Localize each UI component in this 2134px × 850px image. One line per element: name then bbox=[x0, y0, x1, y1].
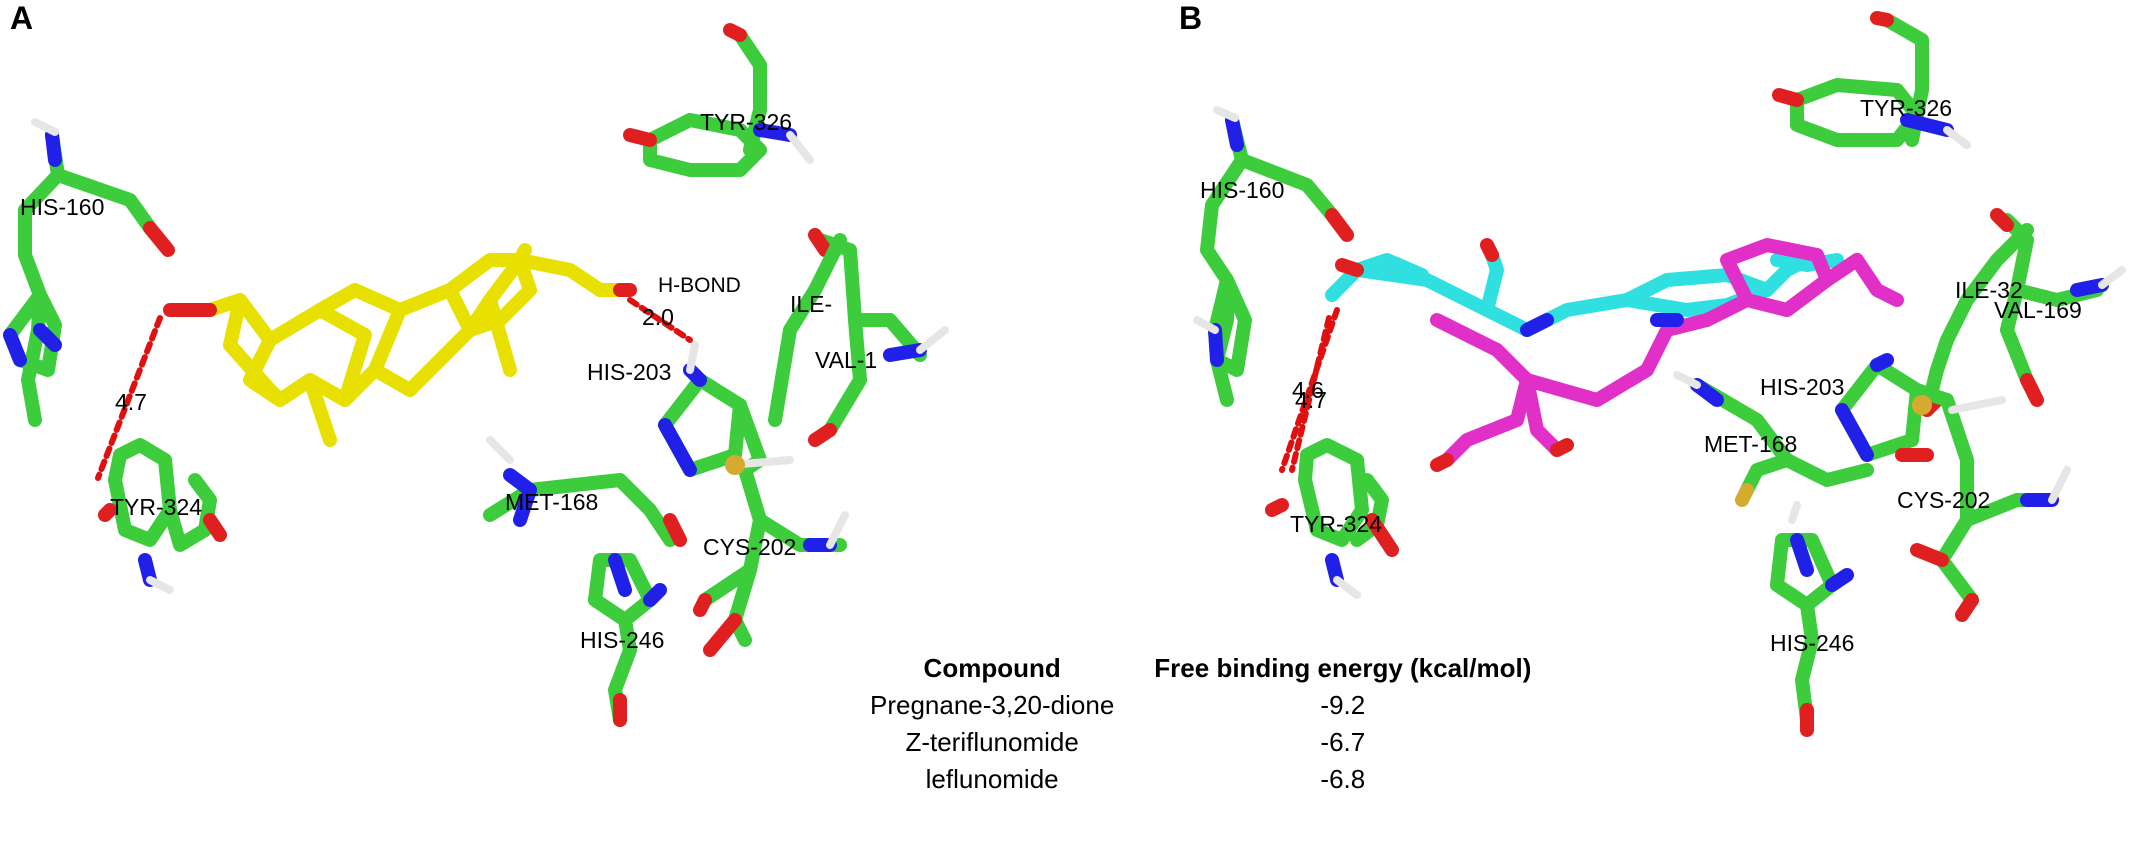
label-tyr326-b: TYR-326 bbox=[1860, 95, 1952, 121]
hbond-label-a: H-BOND bbox=[658, 274, 741, 297]
residue-tyr326-a bbox=[623, 23, 814, 177]
binding-energy-table: Compound Free binding energy (kcal/mol) … bbox=[850, 650, 1551, 798]
label-tyr324-a: TYR-324 bbox=[110, 494, 202, 520]
label-his246-b: HIS-246 bbox=[1770, 630, 1854, 656]
header-compound: Compound bbox=[923, 653, 1061, 683]
ligand-teriflunomide-b bbox=[1325, 248, 1844, 337]
residue-his160-a bbox=[3, 118, 175, 427]
distance-line-a bbox=[95, 315, 163, 481]
label-met168-a: MET-168 bbox=[505, 489, 598, 515]
energy-cell: -6.8 bbox=[1320, 764, 1366, 794]
residue-cys202-b bbox=[1895, 393, 2071, 622]
teri-nitrogen-b bbox=[1520, 313, 1554, 337]
table-row: Z-teriflunomide -6.7 bbox=[850, 724, 1551, 761]
label-ile32-b: ILE-32 bbox=[1955, 277, 2023, 303]
label-his160-a: HIS-160 bbox=[20, 194, 104, 220]
compound-cell: Pregnane-3,20-dione bbox=[870, 690, 1115, 720]
residue-met168-a bbox=[483, 436, 687, 547]
distance-label-a: 4.7 bbox=[115, 389, 147, 415]
hbond-distance-a: 2.0 bbox=[642, 304, 674, 330]
teri-oxygen2-b bbox=[1335, 258, 1364, 277]
panel-label-a: A bbox=[10, 0, 34, 36]
sulfur-atom-b bbox=[1912, 395, 1932, 415]
label-cys202-b: CYS-202 bbox=[1897, 487, 1990, 513]
header-energy: Free binding energy (kcal/mol) bbox=[1154, 653, 1532, 683]
table-row: leflunomide -6.8 bbox=[850, 761, 1551, 798]
label-ile-a: ILE- bbox=[790, 291, 832, 317]
residue-his203-a bbox=[658, 341, 767, 477]
ligand-leflunomide-b bbox=[1430, 238, 1904, 467]
hbond-line-a bbox=[627, 297, 693, 343]
structure-b: HIS-160 TYR-326 ILE-32 VAL-169 HIS-203 M… bbox=[1193, 11, 2126, 737]
panel-a: A bbox=[3, 0, 949, 727]
table-header-row: Compound Free binding energy (kcal/mol) bbox=[850, 650, 1551, 687]
label-his203-a: HIS-203 bbox=[587, 359, 671, 385]
residue-tyr326-b bbox=[1772, 11, 1971, 149]
lef-oxygen-b bbox=[1550, 438, 1574, 457]
energy-cell: -9.2 bbox=[1320, 690, 1366, 720]
label-his246-a: HIS-246 bbox=[580, 627, 664, 653]
panel-b: B bbox=[1067, 0, 2134, 850]
structure-a: HIS-160 TYR-326 HIS-203 ILE- VAL-1 MET-1… bbox=[3, 23, 949, 727]
label-cys202-a: CYS-202 bbox=[703, 534, 796, 560]
residue-his246-a bbox=[588, 553, 667, 727]
ligand-pregnane-a bbox=[203, 243, 627, 447]
residue-his160-b bbox=[1193, 106, 1354, 407]
label-val-a: VAL-1 bbox=[815, 347, 877, 373]
label-his203-b: HIS-203 bbox=[1760, 374, 1844, 400]
distance-label2-b: 4.7 bbox=[1295, 387, 1327, 413]
compound-cell: leflunomide bbox=[925, 764, 1059, 794]
residue-met168-b bbox=[1673, 371, 1874, 507]
panel-label-b: B bbox=[1179, 0, 1203, 36]
residue-tyr324-a bbox=[98, 438, 227, 594]
residue-ile-val-a bbox=[768, 228, 949, 447]
compound-cell: Z-teriflunomide bbox=[905, 727, 1079, 757]
distance-label1-b: 4.6 bbox=[1292, 377, 1324, 403]
teri-oxygen-b bbox=[1480, 238, 1499, 262]
label-tyr326-a: TYR-326 bbox=[700, 109, 792, 135]
label-his160-b: HIS-160 bbox=[1200, 177, 1284, 203]
energy-cell: -6.7 bbox=[1320, 727, 1366, 757]
distance-line2-b bbox=[1289, 315, 1332, 473]
residue-his246-b bbox=[1770, 501, 1854, 737]
sulfur-atom-a bbox=[725, 455, 745, 475]
label-met168-b: MET-168 bbox=[1704, 431, 1797, 457]
label-val-b: VAL-169 bbox=[1994, 297, 2082, 323]
lef-oxygen2-b bbox=[1430, 453, 1454, 472]
table-row: Pregnane-3,20-dione -9.2 bbox=[850, 687, 1551, 724]
residue-tyr324-b bbox=[1265, 438, 1399, 599]
label-tyr324-b: TYR-324 bbox=[1290, 511, 1382, 537]
